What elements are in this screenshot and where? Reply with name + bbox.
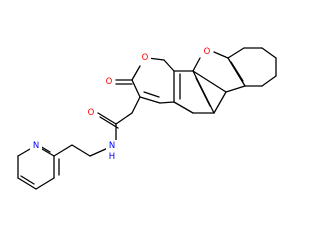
atom-o-pyran-text: O bbox=[142, 53, 149, 63]
atom-n-amide: N bbox=[106, 140, 118, 151]
atom-n-pyridine: N bbox=[30, 140, 42, 151]
molecule-drawing: O O O O N H N bbox=[17, 47, 277, 190]
atom-o-amide: O bbox=[85, 107, 97, 118]
pyridine-ring bbox=[17, 144, 73, 190]
ketone-bond bbox=[115, 79, 133, 85]
atom-n-amide-text: N bbox=[109, 141, 115, 151]
furan-ring bbox=[192, 51, 246, 114]
atom-o-ketone: O bbox=[103, 76, 115, 87]
atom-n-pyridine-text: N bbox=[33, 141, 39, 151]
side-chain bbox=[97, 96, 141, 141]
atom-o-amide-text: O bbox=[88, 108, 95, 118]
structure-canvas: O O O O N H N bbox=[17, 47, 277, 190]
benzene-ring bbox=[163, 59, 215, 114]
atom-o-pyran: O bbox=[139, 52, 151, 63]
pyranone-ring bbox=[131, 57, 175, 104]
atom-h-amide-text: H bbox=[109, 152, 115, 162]
atom-h-amide: H bbox=[106, 151, 118, 162]
atom-o-furan: O bbox=[201, 47, 213, 58]
cyclohexane-ring bbox=[227, 47, 277, 87]
ethyl-chain bbox=[71, 144, 109, 157]
atom-o-ketone-text: O bbox=[106, 77, 113, 87]
atom-o-furan-text: O bbox=[204, 47, 211, 57]
